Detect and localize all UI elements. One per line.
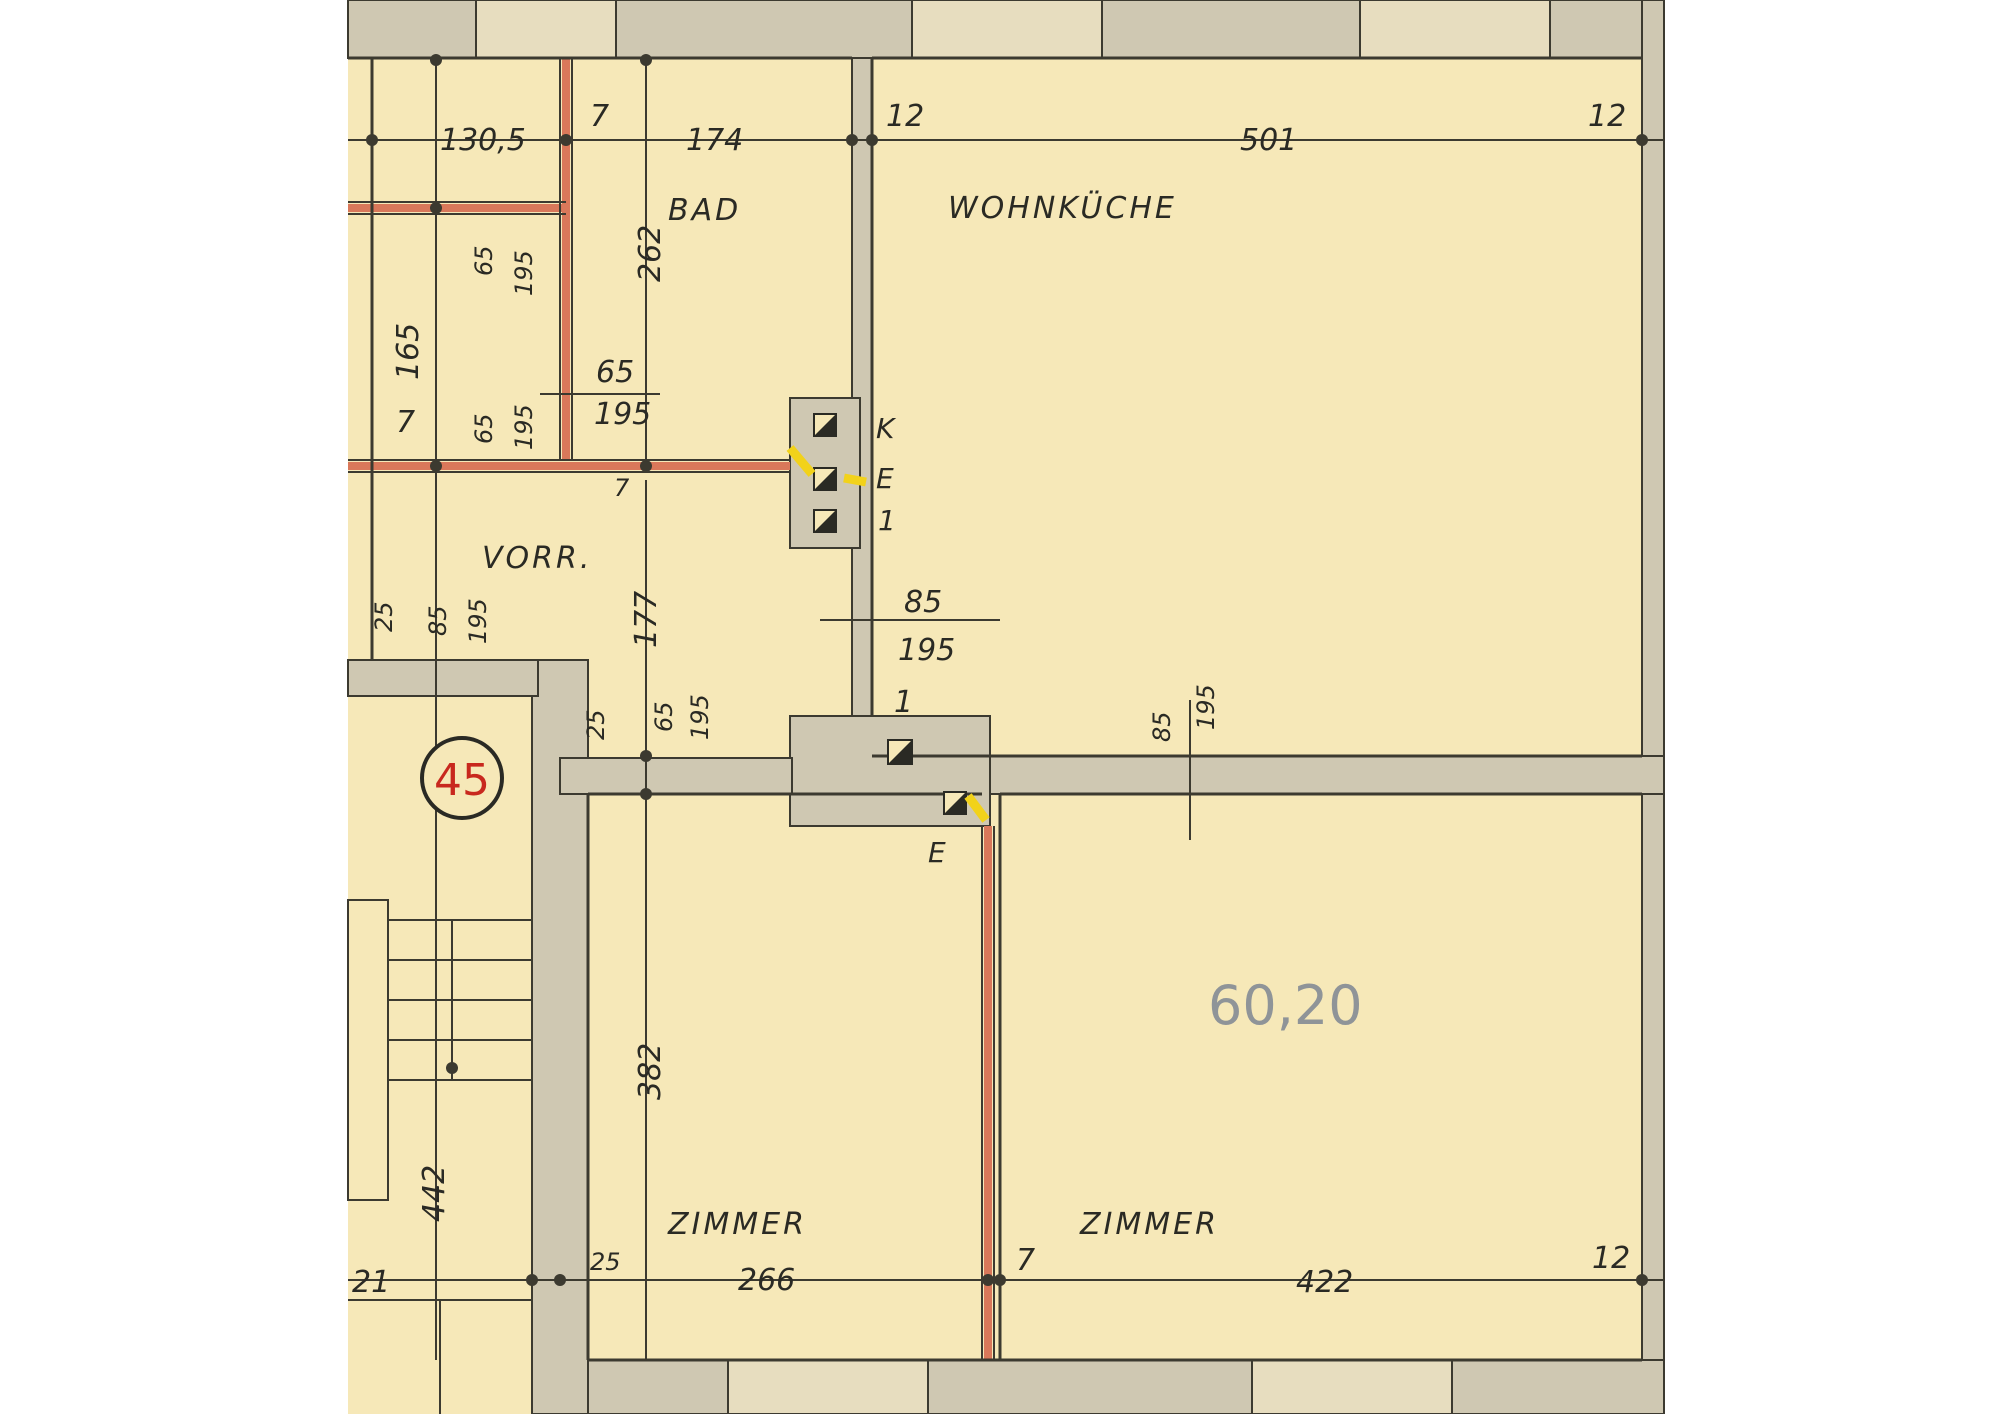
- wall-middle-horizontal: [989, 755, 1665, 795]
- dim-wk-door-195: 195: [1192, 684, 1220, 730]
- dim-bottom-7: 7: [1016, 1243, 1035, 1278]
- unit-number-circle: [420, 736, 504, 820]
- right-outer-wall: [1641, 0, 1665, 1414]
- dim-kitchen-door-195: 195: [898, 633, 955, 668]
- dim-zim-382: 382: [633, 1043, 668, 1100]
- dim-bottom-12: 12: [1592, 1241, 1630, 1276]
- room-label-zimmer-left: ZIMMER: [667, 1207, 807, 1242]
- dim-hall-25: 25: [582, 709, 610, 740]
- room-label-vorr: VORR.: [482, 541, 592, 576]
- dim-vorr-177: 177: [629, 591, 664, 648]
- dim-hall-door-195: 195: [686, 694, 714, 740]
- dim-kitchen-door-85: 85: [904, 585, 942, 620]
- dim-left-195b: 195: [510, 404, 538, 450]
- dim-top-12b: 12: [1588, 99, 1626, 134]
- dim-left-195a: 195: [510, 250, 538, 296]
- dim-stair-442: 442: [417, 1165, 452, 1222]
- dim-left-7b: 7: [396, 405, 415, 440]
- yellow-marks: [786, 445, 990, 823]
- dim-top-501: 501: [1240, 123, 1297, 158]
- room-label-zimmer-right: ZIMMER: [1079, 1207, 1219, 1242]
- room-outlines: [348, 56, 1642, 1362]
- room-label-wohnkueche: WOHNKÜCHE: [948, 190, 1177, 226]
- flues: [813, 413, 967, 815]
- dim-bad-door-195: 195: [594, 397, 651, 432]
- dim-left-262: 262: [633, 225, 668, 282]
- dim-bottom-21: 21: [352, 1265, 390, 1300]
- dim-chimney-1: 1: [894, 685, 913, 720]
- dimension-labels: 130,5 7 174 12 501 12 165 65 195 262 7 6…: [352, 99, 1630, 1300]
- vorr-wall-left: [347, 659, 539, 697]
- dim-vorr-door-195: 195: [464, 598, 492, 644]
- flue-letter-e2: E: [928, 836, 946, 869]
- dim-left-65b: 65: [470, 413, 498, 444]
- flue-letter-e1: E: [876, 462, 894, 495]
- window-zimmer-left: [727, 1359, 929, 1414]
- dim-left-165: 165: [391, 323, 426, 380]
- area-note: 60,20: [1208, 974, 1363, 1037]
- dim-vorr-door-85: 85: [424, 605, 452, 636]
- dim-bad-door-65: 65: [596, 355, 634, 390]
- dim-bottom-266: 266: [738, 1263, 795, 1298]
- bottom-outer-wall: [539, 1359, 1665, 1414]
- dim-wk-door-85: 85: [1148, 711, 1176, 742]
- dim-hall-door-65: 65: [650, 701, 678, 732]
- dim-top-12a: 12: [886, 99, 924, 134]
- dim-left-65a: 65: [470, 245, 498, 276]
- flue-letter-k: K: [876, 412, 897, 445]
- dim-vorr-7: 7: [614, 474, 630, 502]
- staircase: [347, 899, 532, 1414]
- window-bad: [475, 0, 617, 59]
- dim-bottom-422: 422: [1296, 1265, 1353, 1300]
- window-kitchen-2: [1359, 0, 1551, 59]
- window-zimmer-right: [1251, 1359, 1453, 1414]
- flue-letters: K E 1 E: [876, 412, 946, 869]
- dim-top-174: 174: [686, 123, 743, 158]
- dimension-nodes: [366, 54, 1648, 1286]
- hall-wall: [559, 757, 793, 795]
- unit-number: 45: [434, 755, 490, 806]
- dim-top-7: 7: [590, 99, 609, 134]
- dim-bottom-25: 25: [590, 1248, 621, 1276]
- windows: [475, 0, 1551, 1414]
- dim-vorr-25: 25: [370, 601, 398, 632]
- dim-top-1305: 130,5: [440, 123, 526, 158]
- room-label-bad: BAD: [668, 193, 741, 228]
- flue-letter-1: 1: [878, 504, 896, 537]
- window-kitchen-1: [911, 0, 1103, 59]
